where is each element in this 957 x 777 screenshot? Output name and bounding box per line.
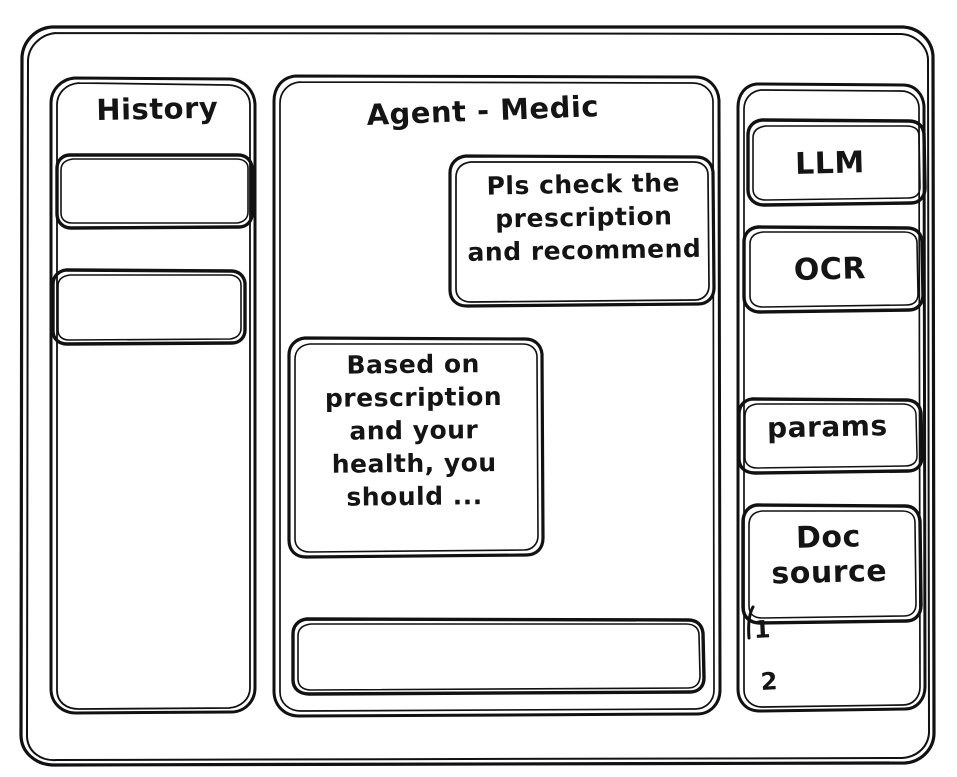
tool-chip-ocr[interactable] xyxy=(744,227,924,313)
tool-chip-llm[interactable] xyxy=(748,120,926,206)
history-panel-title: History xyxy=(95,90,219,127)
assistant-message-bubble xyxy=(289,338,544,558)
history-item-2[interactable] xyxy=(53,270,246,345)
message-composer-input[interactable] xyxy=(293,619,705,695)
tool-chip-doc-source[interactable] xyxy=(743,505,922,624)
doc-source-item-2[interactable] xyxy=(752,660,832,706)
doc-source-item-1[interactable] xyxy=(748,608,828,652)
history-item-1[interactable] xyxy=(57,155,253,229)
user-message-bubble xyxy=(450,156,715,307)
tool-chip-params[interactable] xyxy=(739,399,923,474)
agent-panel-title: Agent - Medic xyxy=(365,89,600,132)
